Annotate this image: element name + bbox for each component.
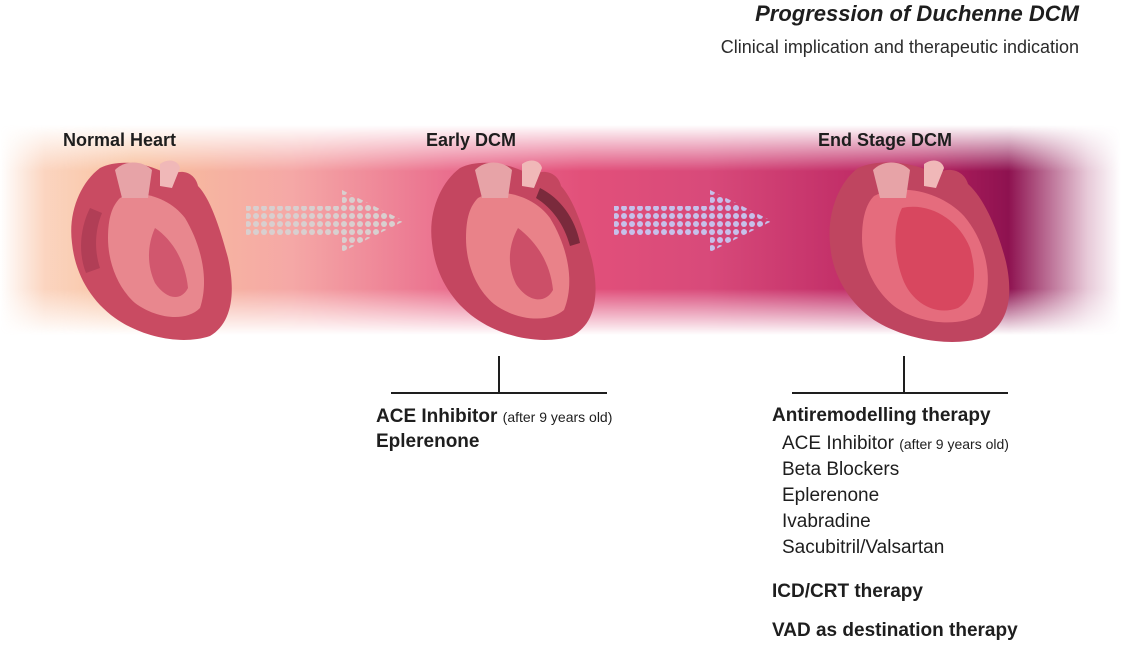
end-therapy-list: Antiremodelling therapy ACE Inhibitor (a… <box>772 405 1018 642</box>
stage-label-end: End Stage DCM <box>818 130 953 150</box>
end-therapy-icd: ICD/CRT therapy <box>772 581 923 602</box>
end-therapy-heading: Antiremodelling therapy <box>772 405 991 426</box>
end-therapy-vad: VAD as destination therapy <box>772 620 1018 641</box>
stage-label-normal: Normal Heart <box>63 130 177 150</box>
early-connector-horizontal <box>391 392 607 394</box>
end-stage-dcm-heart-icon <box>829 160 1010 342</box>
stage-label-early: Early DCM <box>426 130 517 150</box>
progression-arrow-icon <box>614 190 772 252</box>
end-therapy-item: Ivabradine <box>782 511 871 532</box>
end-therapy-item: Beta Blockers <box>782 459 900 480</box>
end-therapy-item: Eplerenone <box>782 485 880 506</box>
early-therapy-eplerenone: Eplerenone <box>376 431 480 452</box>
progression-arrow-icon <box>246 190 404 252</box>
end-connector-horizontal <box>792 392 1008 394</box>
early-therapy-ace: ACE Inhibitor <box>376 406 498 427</box>
normal-heart-icon <box>71 160 232 340</box>
title: Progression of Duchenne DCM <box>755 1 1079 26</box>
end-therapy-item-label: ACE Inhibitor <box>782 433 894 454</box>
early-therapy-list: ACE Inhibitor (after 9 years old) Eplere… <box>376 406 612 453</box>
end-connector-vertical <box>903 356 905 394</box>
early-dcm-heart-icon <box>431 160 596 340</box>
end-therapy-item: ACE Inhibitor (after 9 years old) <box>772 431 1018 457</box>
early-therapy-ace-note: (after 9 years old) <box>502 409 613 425</box>
early-connector-vertical <box>498 356 500 394</box>
end-therapy-item-note: (after 9 years old) <box>899 436 1009 452</box>
end-therapy-item: Sacubitril/Valsartan <box>782 537 945 558</box>
early-therapy-item: ACE Inhibitor (after 9 years old) <box>376 406 612 428</box>
subtitle: Clinical implication and therapeutic ind… <box>720 37 1079 57</box>
